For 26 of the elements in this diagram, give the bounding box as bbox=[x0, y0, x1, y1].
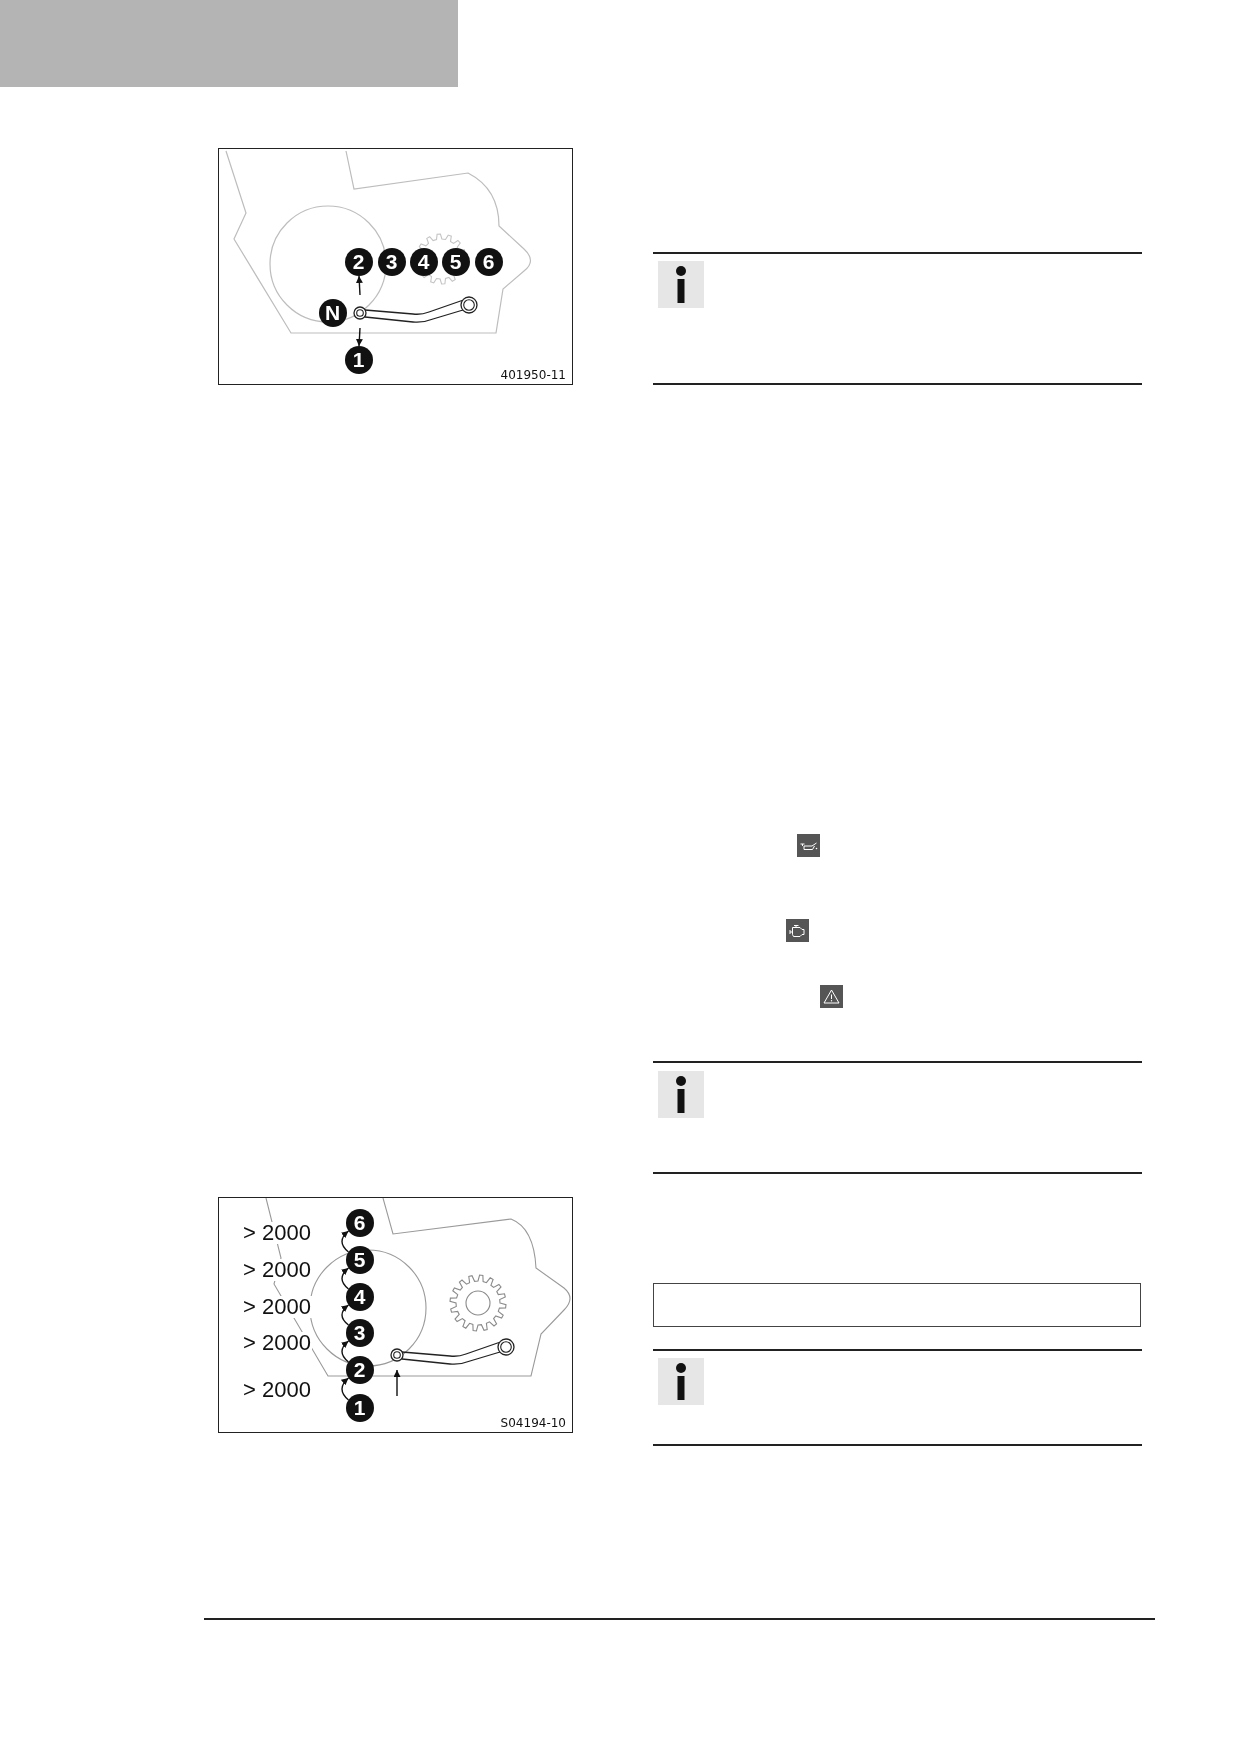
arrow bbox=[340, 1340, 350, 1363]
gear-marker: 6 bbox=[474, 247, 503, 276]
arrow bbox=[340, 1304, 350, 1326]
gear-marker: 1 bbox=[345, 1393, 374, 1422]
arrow bbox=[340, 1230, 350, 1253]
gear-marker: 5 bbox=[441, 247, 470, 276]
gear-marker: 2 bbox=[344, 247, 373, 276]
gear-marker: 1 bbox=[344, 345, 373, 374]
edge-label: > 2000 bbox=[242, 1296, 312, 1318]
edge-label: > 2000 bbox=[242, 1222, 312, 1244]
arrow bbox=[393, 1369, 401, 1397]
gear-marker: 4 bbox=[345, 1282, 374, 1311]
gear-marker: 4 bbox=[409, 247, 438, 276]
arrow bbox=[341, 1377, 350, 1401]
gear-marker: 3 bbox=[377, 247, 406, 276]
arrow bbox=[340, 1267, 350, 1290]
gear-marker: 5 bbox=[345, 1245, 374, 1274]
gear-marker: 6 bbox=[345, 1208, 374, 1237]
arrow bbox=[355, 327, 363, 347]
gear-marker: 3 bbox=[345, 1318, 374, 1347]
edge-label: > 2000 bbox=[242, 1259, 312, 1281]
gear-marker: 2 bbox=[345, 1355, 374, 1384]
arrow bbox=[355, 275, 363, 296]
gear-marker: N bbox=[318, 298, 347, 327]
figure-number: S04194-10 bbox=[500, 1417, 566, 1429]
figure-number: 401950-11 bbox=[500, 369, 566, 381]
